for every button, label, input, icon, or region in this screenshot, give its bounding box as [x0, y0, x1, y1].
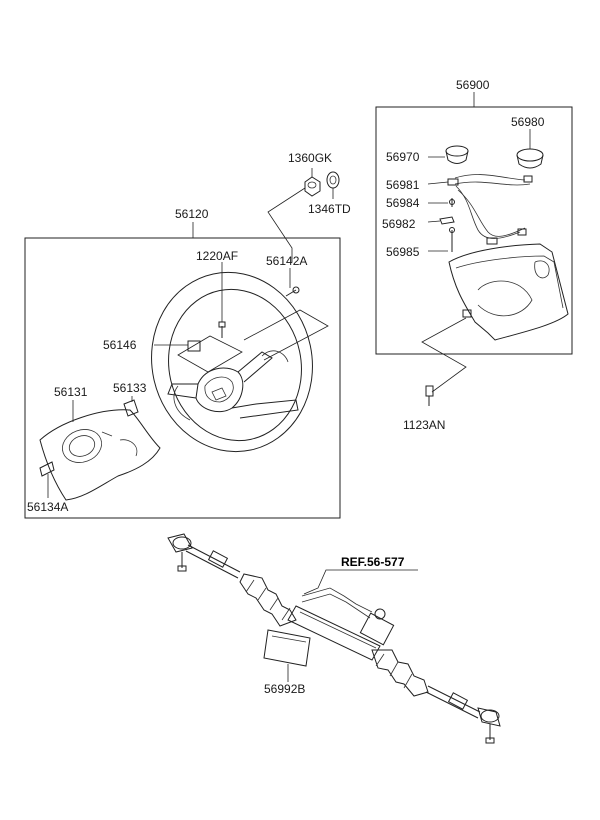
label-56900: 56900 — [456, 78, 490, 92]
part-steering-rack — [167, 533, 501, 744]
leader-56146-diamond — [177, 335, 243, 373]
leader-nut-to-wheel — [267, 187, 306, 262]
label-56980: 56980 — [511, 115, 545, 129]
part-1346TD-washer — [326, 171, 340, 189]
part-56134A-screw — [39, 461, 55, 477]
label-ref-56-577: REF.56-577 — [341, 555, 405, 569]
label-56142A: 56142A — [266, 254, 307, 268]
part-56970-knob — [445, 145, 469, 164]
part-steering-wheel — [151, 271, 313, 453]
part-wiring-harness — [454, 174, 533, 245]
label-1220AF: 1220AF — [196, 249, 238, 263]
label-56985: 56985 — [386, 245, 420, 259]
label-56984: 56984 — [386, 196, 420, 210]
part-1360GK-nut — [304, 176, 321, 197]
leader-56142A-path — [243, 309, 329, 361]
group-box-56120 — [24, 237, 341, 519]
leader-56981 — [427, 181, 449, 185]
label-56120: 56120 — [175, 207, 209, 221]
part-1220AF-screw — [218, 321, 226, 338]
label-56146: 56146 — [103, 338, 137, 352]
leader-ref-56-577 — [303, 569, 341, 595]
part-56146-clip — [187, 340, 201, 352]
part-56992B-label — [263, 629, 311, 667]
leader-1123AN — [421, 317, 467, 393]
part-56133-clip — [123, 399, 139, 417]
label-56131: 56131 — [54, 385, 88, 399]
label-56982: 56982 — [382, 217, 416, 231]
part-56985-pin — [449, 227, 455, 252]
label-1346TD: 1346TD — [308, 202, 351, 216]
part-1123AN-bolt — [425, 385, 434, 406]
part-56980-knob — [516, 148, 544, 169]
label-56134A: 56134A — [27, 500, 68, 514]
label-56981: 56981 — [386, 178, 420, 192]
label-1360GK: 1360GK — [288, 151, 332, 165]
leader-56982 — [427, 220, 441, 223]
part-56984-screw — [449, 198, 455, 207]
label-56133: 56133 — [113, 381, 147, 395]
part-56142A-bolt — [285, 286, 300, 297]
label-56992B: 56992B — [264, 682, 305, 696]
part-56131-lower-cover — [39, 409, 161, 501]
label-56970: 56970 — [386, 150, 420, 164]
label-1123AN: 1123AN — [403, 418, 445, 432]
part-56982-clip — [439, 216, 455, 225]
part-airbag-cover — [448, 243, 569, 341]
